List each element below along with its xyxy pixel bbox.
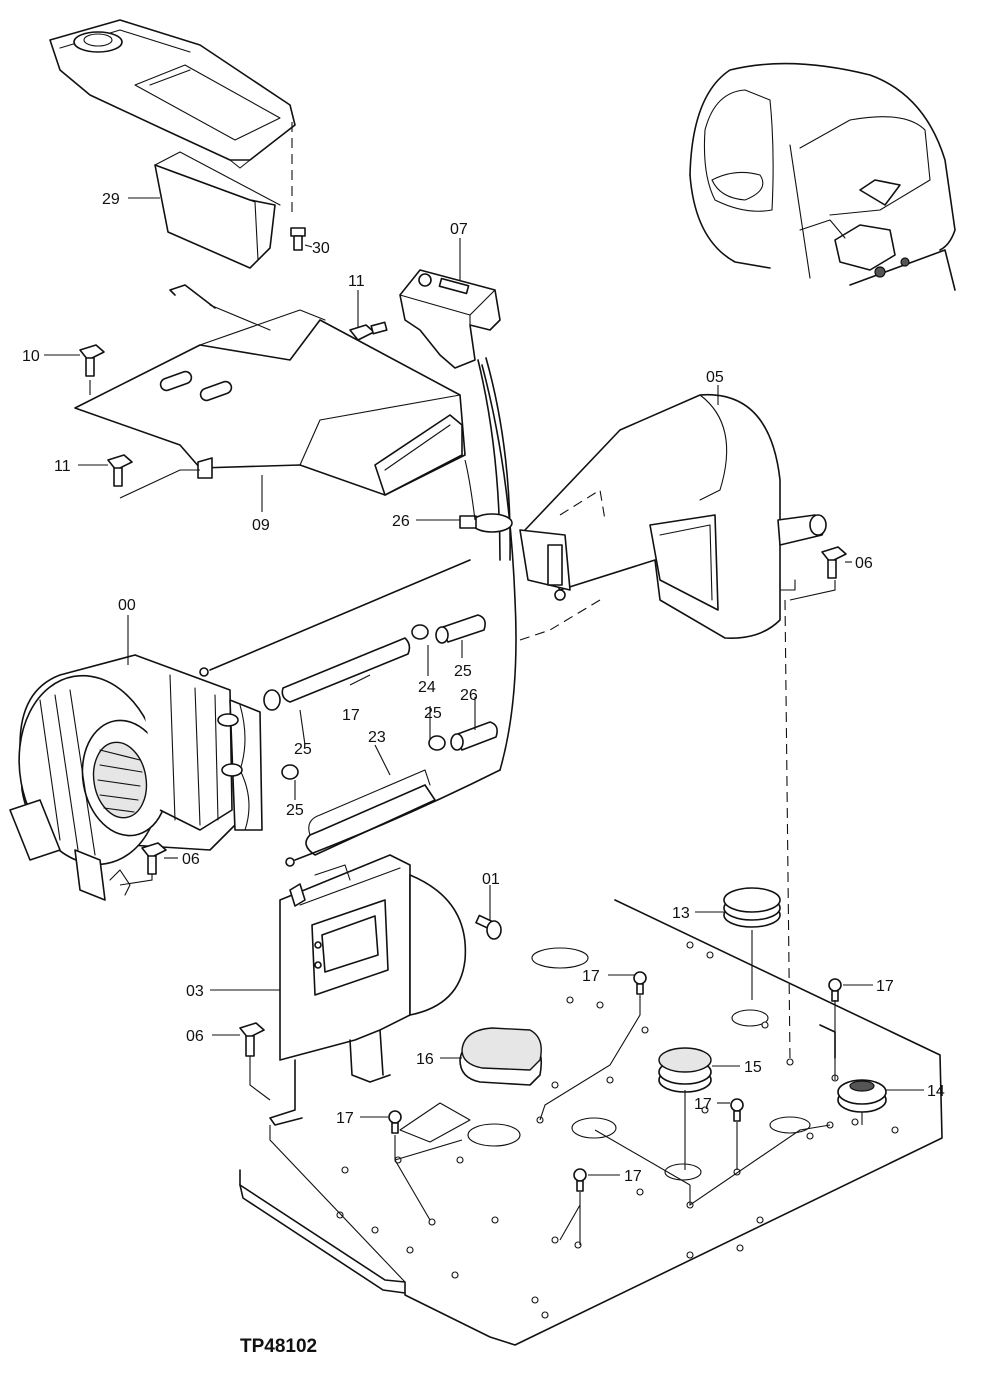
callout-leaders — [44, 197, 924, 1176]
assembly-lines — [89, 120, 863, 1283]
callout-05: 05 — [706, 369, 724, 386]
callout-28: 26 — [392, 513, 410, 530]
callout-01: 01 — [482, 871, 500, 888]
callout-17-b: 17 — [876, 978, 894, 995]
hose-23 — [281, 637, 411, 703]
callout-17-a: 17 — [582, 968, 600, 985]
hose-24 — [305, 769, 436, 856]
duct-09 — [74, 284, 466, 496]
heater-box-03 — [269, 854, 467, 1126]
console-assembly — [49, 19, 296, 269]
blower-unit-00 — [9, 654, 263, 901]
callout-24: 23 — [368, 729, 386, 746]
callout-26-top: 25 — [454, 663, 472, 680]
callout-09: 09 — [252, 517, 270, 534]
plug-17 — [388, 971, 842, 1192]
callout-06-heater: 06 — [186, 1028, 204, 1045]
callout-30: 30 — [312, 240, 330, 257]
cab-outline — [689, 62, 956, 291]
callout-06-right: 06 — [855, 555, 873, 572]
callout-labels: 29 30 07 11 10 11 09 05 26 06 00 25 24 2… — [22, 191, 945, 1185]
callout-10: 10 — [22, 348, 40, 365]
bolt-30 — [290, 227, 306, 251]
callout-07: 07 — [450, 221, 468, 238]
bolt-11-top — [349, 321, 388, 341]
callout-25-left: 25 — [294, 741, 312, 758]
callout-17-e-label: 17 — [624, 1168, 642, 1185]
callout-11-left: 11 — [54, 458, 71, 475]
callout-26-bottom: 26 — [460, 687, 478, 704]
callout-06-blower: 06 — [182, 851, 200, 868]
grommet-15 — [658, 1047, 712, 1093]
callout-25-low: 25 — [286, 802, 304, 819]
bolt-11-left — [107, 454, 133, 487]
control-cable-lower — [294, 769, 501, 861]
callout-15: 15 — [744, 1059, 762, 1076]
grommet-16 — [459, 1027, 543, 1086]
callout-13: 13 — [672, 905, 690, 922]
duct-05 — [519, 393, 827, 639]
fitting-26 — [435, 614, 498, 751]
bolt-06-heater — [239, 1022, 265, 1057]
control-cable — [209, 559, 471, 671]
callout-11-top: 11 — [348, 273, 365, 290]
callout-25-top: 24 — [418, 679, 436, 696]
callout-17-c: 17 — [336, 1110, 354, 1127]
callout-03: 03 — [186, 983, 204, 1000]
grommet-14 — [837, 1079, 887, 1113]
floor-plate — [239, 899, 943, 1346]
callout-17-d: 17 — [694, 1096, 712, 1113]
callout-29: 29 — [102, 191, 120, 208]
bolt-10 — [79, 344, 105, 377]
bolt-06-right — [821, 546, 847, 579]
callout-14: 14 — [927, 1083, 945, 1100]
drawing-code: TP48102 — [240, 1336, 317, 1357]
callout-16: 16 — [416, 1051, 434, 1068]
bolt-06-blower — [141, 842, 167, 875]
callout-23: 17 — [342, 707, 360, 724]
callout-25-mid: 25 — [424, 705, 442, 722]
control-panel-07 — [399, 269, 517, 771]
clamp-25-1 — [263, 624, 446, 780]
grommet-13 — [723, 887, 781, 928]
screw-01 — [475, 914, 502, 940]
callout-00: 00 — [118, 597, 136, 614]
clamp-28 — [459, 513, 513, 533]
